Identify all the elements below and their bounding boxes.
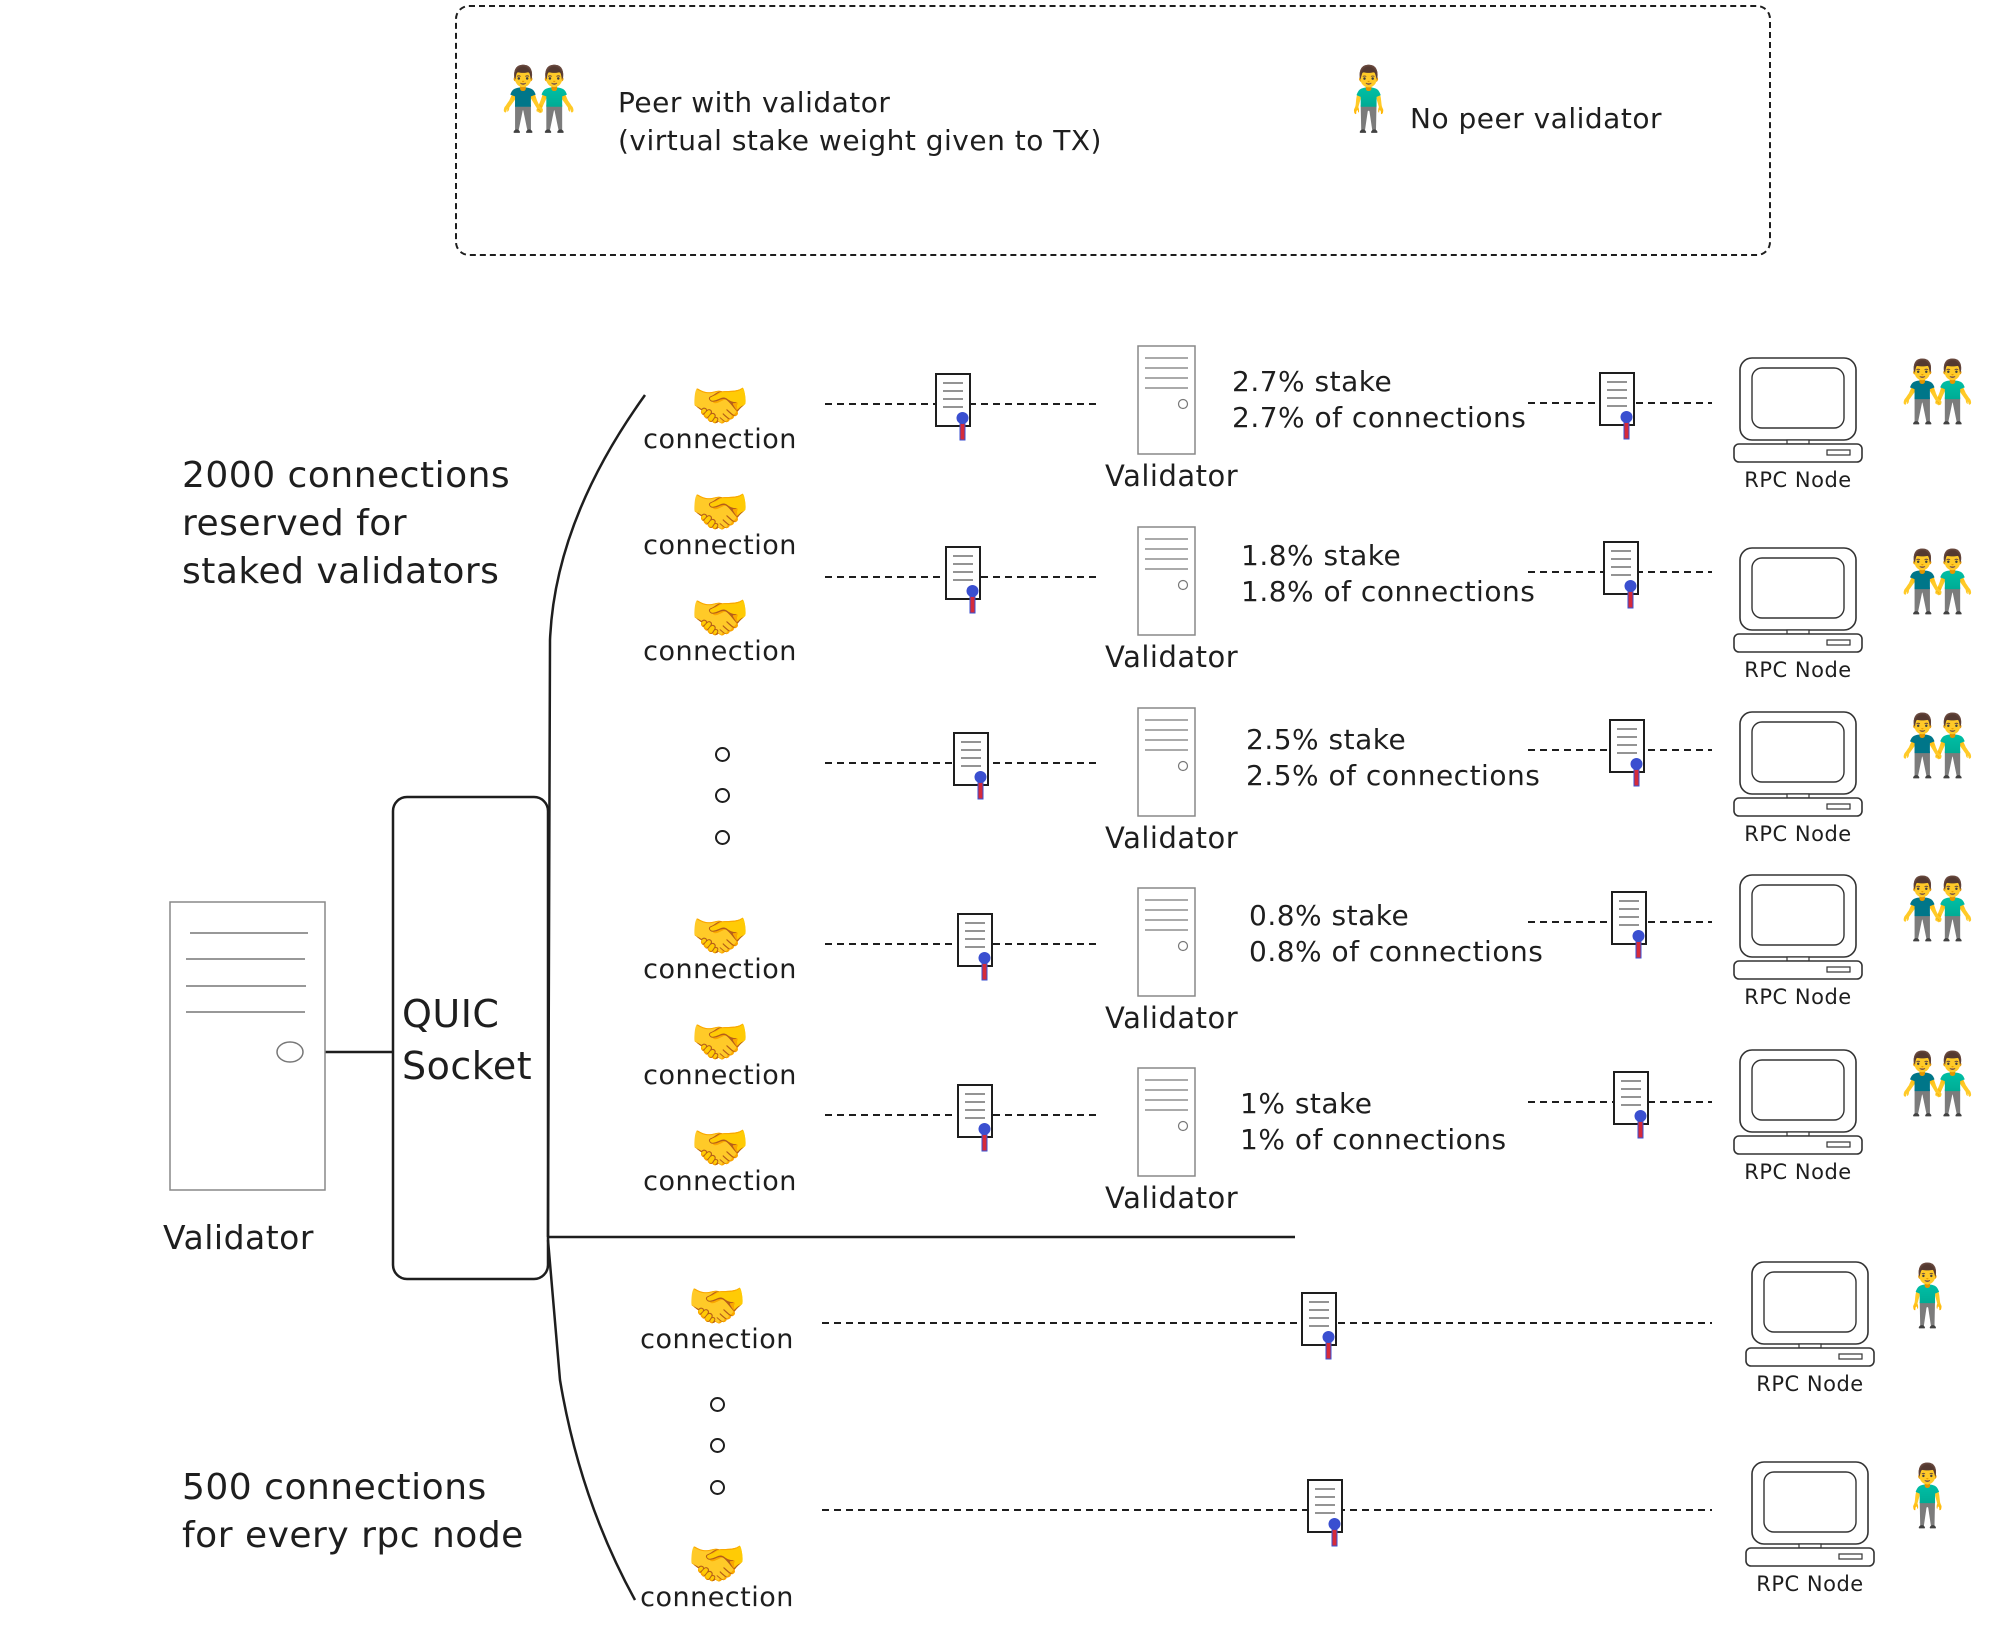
certificate-icon	[1611, 891, 1647, 959]
legend-peer-text: Peer with validator (virtual stake weigh…	[618, 84, 1102, 160]
certificate-icon	[1301, 1292, 1337, 1360]
connections-percent-label: 1.8% of connections	[1241, 575, 1536, 608]
legend-nopeer-text: No peer validator	[1410, 102, 1662, 135]
rpc-node-label: RPC Node	[1744, 468, 1852, 492]
validator-label: Validator	[163, 1218, 314, 1257]
rpc-node-computer-icon	[1745, 1461, 1875, 1567]
rpc-node-computer-icon	[1733, 711, 1863, 817]
staked-label-line3: staked validators	[182, 551, 500, 592]
rpc-node-label: RPC Node	[1756, 1372, 1864, 1396]
handshake-icon: 🤝	[690, 1014, 750, 1070]
rpc-node-label: RPC Node	[1744, 985, 1852, 1009]
rpc-node-label: RPC Node	[1744, 658, 1852, 682]
certificate-icon	[1613, 1071, 1649, 1139]
validator-label: Validator	[1105, 640, 1239, 674]
handshake-icon: 🤝	[687, 1278, 747, 1334]
connection-label[interactable]: connection	[640, 1582, 794, 1613]
quic-socket-box[interactable]	[391, 795, 550, 1281]
staked-bracket-line	[546, 394, 647, 1238]
handshake-icon: 🤝	[690, 908, 750, 964]
connection-label[interactable]: connection	[643, 530, 797, 561]
validator-label: Validator	[1105, 1181, 1239, 1215]
rpc-node-computer-icon	[1733, 547, 1863, 653]
certificate-icon	[953, 732, 989, 800]
handshake-icon: 🤝	[690, 378, 750, 434]
handshake-icon: 🤝	[690, 484, 750, 540]
certificate-icon	[945, 546, 981, 614]
peer-with-validator-icon: 👬	[1900, 547, 1975, 617]
ellipsis-dot	[715, 788, 730, 803]
ellipsis-dot	[710, 1397, 725, 1412]
connection-label[interactable]: connection	[643, 954, 797, 985]
connection-label[interactable]: connection	[643, 424, 797, 455]
validator-server-icon	[1137, 707, 1196, 817]
validator-label: Validator	[1105, 1001, 1239, 1035]
peer-with-validator-icon: 👬	[1900, 1049, 1975, 1119]
socket-line2: Socket	[402, 1044, 533, 1088]
connections-percent-label: 0.8% of connections	[1249, 935, 1544, 968]
ellipsis-dot	[710, 1438, 725, 1453]
no-peer-validator-icon: 🧍‍♂️	[1890, 1261, 1965, 1331]
no-peer-validator-icon: 🧍‍♂️	[1890, 1461, 1965, 1531]
ellipsis-dot	[715, 747, 730, 762]
validator-server-icon	[1137, 887, 1196, 997]
validator-server-icon	[1137, 526, 1196, 636]
connection-label[interactable]: connection	[640, 1324, 794, 1355]
stake-percent-label: 2.5% stake	[1246, 723, 1407, 756]
certificate-icon	[1307, 1479, 1343, 1547]
validator-label: Validator	[1105, 459, 1239, 493]
peer-with-validator-icon: 👬	[1900, 357, 1975, 427]
certificate-icon	[1599, 372, 1635, 440]
rpc-node-label: RPC Node	[1756, 1572, 1864, 1596]
rpc-node-label: RPC Node	[1744, 822, 1852, 846]
ellipsis-dot	[710, 1480, 725, 1495]
rpc-node-computer-icon	[1745, 1261, 1875, 1367]
peer-with-validator-icon: 👬	[1900, 874, 1975, 944]
socket-line1: QUIC	[402, 992, 500, 1036]
handshake-icon: 🤝	[690, 1120, 750, 1176]
validator-label: Validator	[1105, 821, 1239, 855]
stake-percent-label: 0.8% stake	[1249, 899, 1410, 932]
rpc-label-line1: 500 connections	[182, 1467, 487, 1508]
connections-percent-label: 1% of connections	[1240, 1123, 1507, 1156]
stake-percent-label: 1% stake	[1240, 1087, 1373, 1120]
validator-server-icon	[1137, 1067, 1196, 1177]
rpc-node-computer-icon	[1733, 357, 1863, 463]
rpc-label-line2: for every rpc node	[182, 1515, 524, 1556]
ellipsis-dot	[715, 830, 730, 845]
peer-with-validator-icon: 👬	[500, 62, 578, 135]
legend-peer-line2: (virtual stake weight given to TX)	[618, 124, 1102, 157]
connection-label[interactable]: connection	[643, 1166, 797, 1197]
connections-percent-label: 2.5% of connections	[1246, 759, 1541, 792]
no-peer-validator-icon: 🧍‍♂️	[1330, 62, 1408, 135]
certificate-icon	[935, 373, 971, 441]
connection-label[interactable]: connection	[643, 636, 797, 667]
certificate-icon	[1603, 541, 1639, 609]
stake-percent-label: 1.8% stake	[1241, 539, 1402, 572]
certificate-icon	[957, 1084, 993, 1152]
staked-validators-label: 2000 connections reserved for staked val…	[182, 452, 510, 596]
staked-label-line1: 2000 connections	[182, 455, 511, 496]
quic-socket-label: QUIC Socket	[402, 988, 532, 1092]
staked-label-line2: reserved for	[182, 503, 408, 544]
rpc-node-label: RPC Node	[1744, 1160, 1852, 1184]
certificate-icon	[1609, 719, 1645, 787]
legend-peer-line1: Peer with validator	[618, 86, 891, 119]
validator-server-icon	[169, 901, 326, 1191]
rpc-node-connections-label: 500 connections for every rpc node	[182, 1464, 524, 1560]
peer-with-validator-icon: 👬	[1900, 711, 1975, 781]
certificate-icon	[957, 913, 993, 981]
handshake-icon: 🤝	[690, 590, 750, 646]
rpc-node-computer-icon	[1733, 874, 1863, 980]
connection-label[interactable]: connection	[643, 1060, 797, 1091]
validator-server-icon	[1137, 345, 1196, 455]
handshake-icon: 🤝	[687, 1536, 747, 1592]
rpc-node-computer-icon	[1733, 1049, 1863, 1155]
rpc-bracket-line	[546, 1239, 637, 1601]
stake-percent-label: 2.7% stake	[1232, 365, 1393, 398]
connections-percent-label: 2.7% of connections	[1232, 401, 1527, 434]
legend-box	[455, 5, 1771, 256]
